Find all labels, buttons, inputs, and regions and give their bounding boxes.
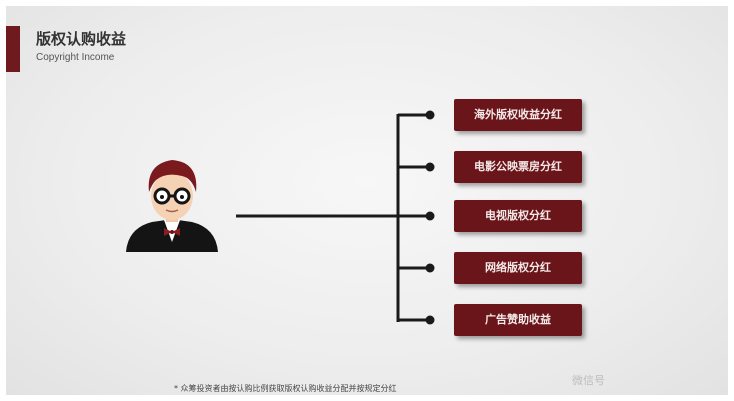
income-item-box-office: 电影公映票房分红 [454,151,582,183]
watermark: 微信号 [572,375,605,387]
footnote: * 众筹投资者由按认购比例获取版权认购收益分配并按规定分红 [174,384,397,393]
income-item-online-rights: 网络版权分红 [454,252,582,284]
connector-diagram [126,110,435,325]
income-item-tv-rights: 电视版权分红 [454,200,582,232]
title-accent-bar [6,26,20,72]
slide: 版权认购收益 Copyright Income [6,6,728,395]
income-item-ad-sponsorship: 广告赞助收益 [454,304,582,336]
branch-lines [398,110,435,325]
person-with-glasses-icon [126,160,218,252]
page-subtitle: Copyright Income [36,52,115,63]
page-title: 版权认购收益 [36,30,127,48]
income-item-overseas: 海外版权收益分红 [454,99,582,131]
